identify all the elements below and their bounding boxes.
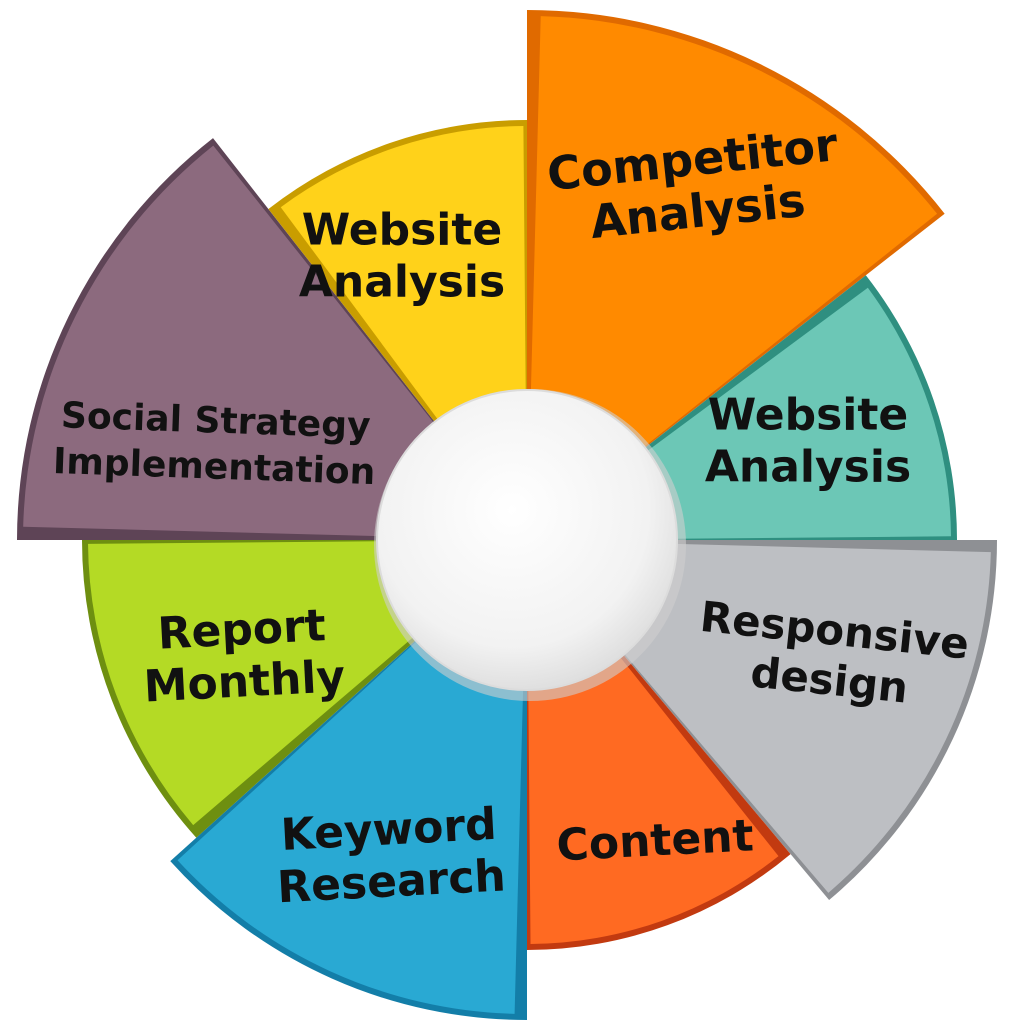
website-analysis-top-label-line: Website	[302, 204, 502, 255]
keyword-research-label: KeywordResearch	[273, 798, 507, 913]
report-monthly-segment	[88, 541, 415, 826]
center-hub	[376, 389, 678, 691]
website-analysis-right-segment	[645, 287, 951, 539]
keyword-research-label-line: Research	[276, 850, 507, 913]
report-monthly-label: ReportMonthly	[140, 599, 347, 712]
content-label: Content	[555, 810, 754, 871]
website-analysis-right-label-line: Website	[708, 389, 908, 440]
social-strategy-implementation-segment	[23, 145, 435, 537]
website-analysis-top-segment	[280, 126, 526, 422]
keyword-research-label-line: Keyword	[280, 799, 498, 861]
keyword-research-segment	[177, 639, 524, 1014]
content-segment	[528, 655, 779, 944]
report-monthly-label-line: Monthly	[142, 651, 346, 712]
report-monthly-label-line: Report	[156, 600, 327, 660]
responsive-design-segment	[623, 543, 991, 893]
website-analysis-right-label-line: Analysis	[705, 441, 911, 492]
website-analysis-top-label-line: Analysis	[299, 256, 505, 307]
competitor-analysis-segment	[530, 16, 938, 448]
content-label-line: Content	[555, 810, 754, 871]
